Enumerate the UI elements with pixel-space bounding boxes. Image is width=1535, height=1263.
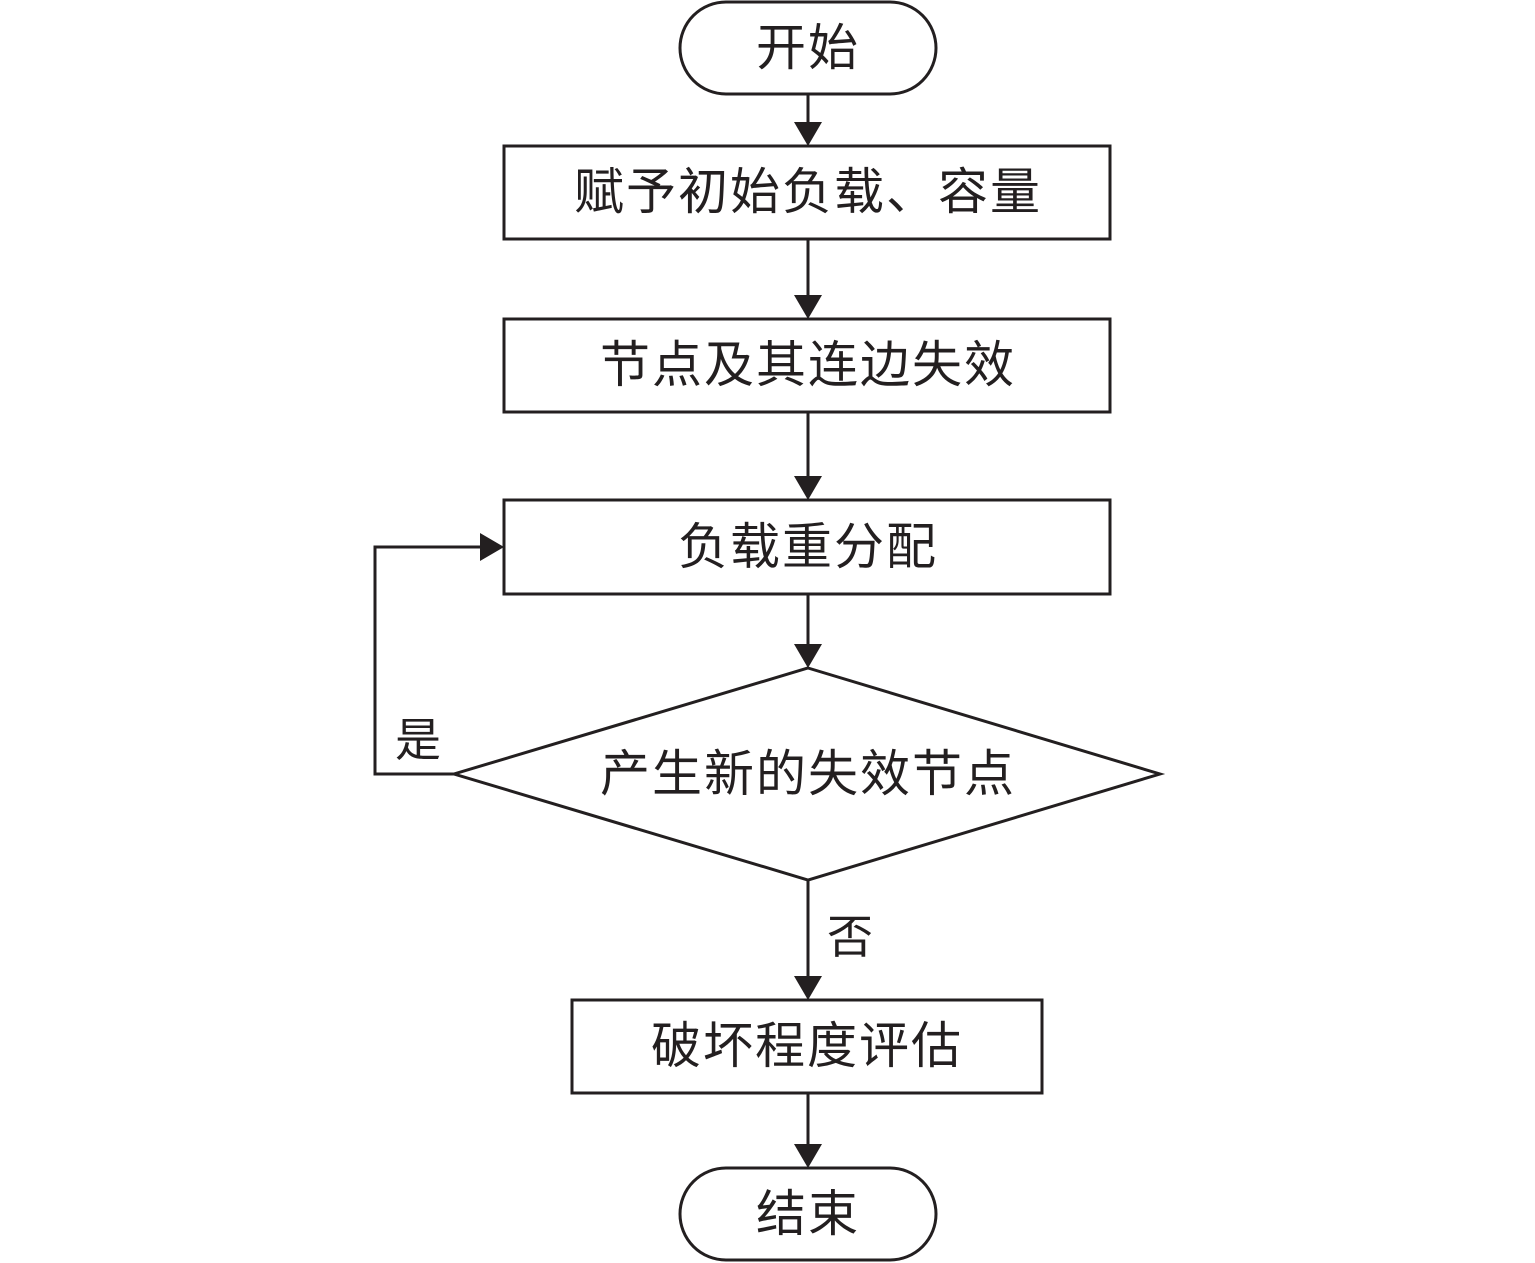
arrow-evaluate-to-end: [794, 1093, 822, 1168]
decision-node: 产生新的失效节点: [448, 666, 1166, 882]
arrow-yes-loop: [373, 533, 504, 776]
init-label: 赋予初始负载、容量: [574, 163, 1042, 221]
no-label: 否: [827, 910, 873, 964]
start-node: 开始: [678, 0, 938, 96]
end-node: 结束: [678, 1166, 938, 1262]
fail-node: 节点及其连边失效: [502, 317, 1112, 414]
evaluate-node: 破坏程度评估: [570, 998, 1044, 1095]
arrow-no-to-evaluate: [794, 880, 822, 1000]
redistribute-label: 负载重分配: [678, 518, 938, 576]
decision-label: 产生新的失效节点: [600, 745, 1016, 803]
arrow-fail-to-redistribute: [794, 412, 822, 500]
fail-label: 节点及其连边失效: [600, 336, 1016, 394]
evaluate-label: 破坏程度评估: [651, 1017, 963, 1075]
arrow-init-to-fail: [794, 239, 822, 319]
end-label: 结束: [756, 1185, 860, 1243]
start-label: 开始: [756, 19, 860, 77]
arrow-start-to-init: [794, 94, 822, 146]
yes-label: 是: [395, 713, 441, 767]
redistribute-node: 负载重分配: [502, 498, 1112, 596]
init-node: 赋予初始负载、容量: [502, 144, 1112, 241]
arrow-redistribute-to-decision: [794, 594, 822, 668]
